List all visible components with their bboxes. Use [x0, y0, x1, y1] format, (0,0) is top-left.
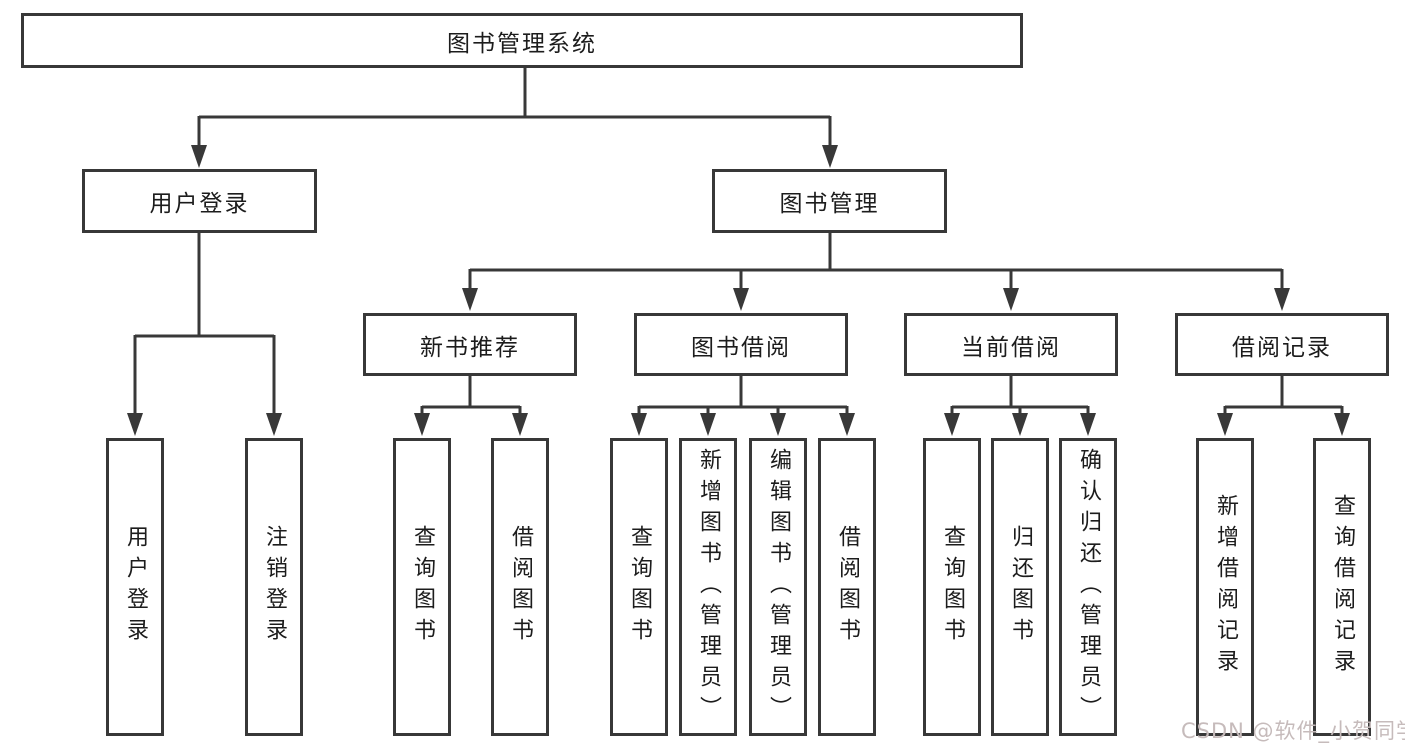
leaf-label: 新增借阅记录 [1213, 494, 1238, 680]
leaf-query-borrow-record: 查询借阅记录 [1313, 438, 1371, 736]
leaf-label: 查询图书 [410, 525, 435, 649]
leaf-query-books-borrowing: 查询图书 [610, 438, 668, 736]
node-borrowing-records: 借阅记录 [1175, 313, 1389, 376]
node-label: 当前借阅 [961, 334, 1061, 361]
arrowheads-book-mgmt-children [462, 288, 1290, 311]
leaf-borrow-books-recommend: 借阅图书 [491, 438, 549, 736]
leaf-add-book-admin: 新增图书（管理员） [679, 438, 737, 736]
node-user-login: 用户登录 [82, 169, 317, 233]
connector-book-mgmt-children [468, 233, 1284, 289]
node-current-borrowing: 当前借阅 [904, 313, 1118, 376]
leaf-label: 确认归还（管理员） [1076, 447, 1101, 727]
arrowheads-borrow-records-children [1217, 413, 1350, 436]
node-label: 用户登录 [149, 191, 250, 217]
leaf-query-books-recommend: 查询图书 [393, 438, 451, 736]
leaf-confirm-return-admin: 确认归还（管理员） [1059, 438, 1117, 736]
node-label: 新书推荐 [420, 334, 520, 361]
csdn-watermark: CSDN @软件_小贺同学 [1181, 719, 1405, 743]
leaf-label: 查询借阅记录 [1330, 494, 1355, 680]
connector-book-borrow-children [637, 376, 849, 414]
leaf-user-login: 用户登录 [106, 438, 164, 736]
arrowheads-new-books-children [414, 413, 528, 436]
arrowheads-current-borrow-children [944, 413, 1096, 436]
leaf-return-book: 归还图书 [991, 438, 1049, 736]
connector-root-to-level1 [197, 68, 832, 146]
node-label: 图书管理 [779, 191, 880, 217]
connector-new-books-children [420, 376, 522, 414]
leaf-add-borrow-record: 新增借阅记录 [1196, 438, 1254, 736]
leaf-label: 借阅图书 [835, 525, 860, 649]
node-label: 图书管理系统 [447, 30, 597, 57]
leaf-label: 查询图书 [940, 525, 965, 649]
connector-current-borrow-children [950, 376, 1090, 414]
node-book-management: 图书管理 [712, 169, 947, 233]
node-book-borrowing: 图书借阅 [634, 313, 848, 376]
arrowheads-book-borrow-children [631, 413, 855, 436]
leaf-edit-book-admin: 编辑图书（管理员） [749, 438, 807, 736]
leaf-borrow-books-borrowing: 借阅图书 [818, 438, 876, 736]
leaf-label: 借阅图书 [508, 525, 533, 649]
leaf-label: 用户登录 [123, 525, 148, 649]
arrowheads-user-login-children [127, 413, 282, 436]
leaf-label: 新增图书（管理员） [696, 447, 721, 727]
leaf-label: 查询图书 [627, 525, 652, 649]
connector-user-login-children [133, 233, 276, 414]
leaf-label: 注销登录 [262, 525, 287, 649]
leaf-query-books-current: 查询图书 [923, 438, 981, 736]
leaf-label: 归还图书 [1008, 525, 1033, 649]
arrowheads-level1 [191, 145, 838, 168]
node-library-management-system: 图书管理系统 [21, 13, 1023, 68]
leaf-logout: 注销登录 [245, 438, 303, 736]
node-new-book-recommend: 新书推荐 [363, 313, 577, 376]
leaf-label: 编辑图书（管理员） [766, 447, 791, 727]
node-label: 借阅记录 [1232, 334, 1332, 361]
connector-borrow-records-children [1223, 376, 1344, 414]
node-label: 图书借阅 [691, 334, 791, 361]
